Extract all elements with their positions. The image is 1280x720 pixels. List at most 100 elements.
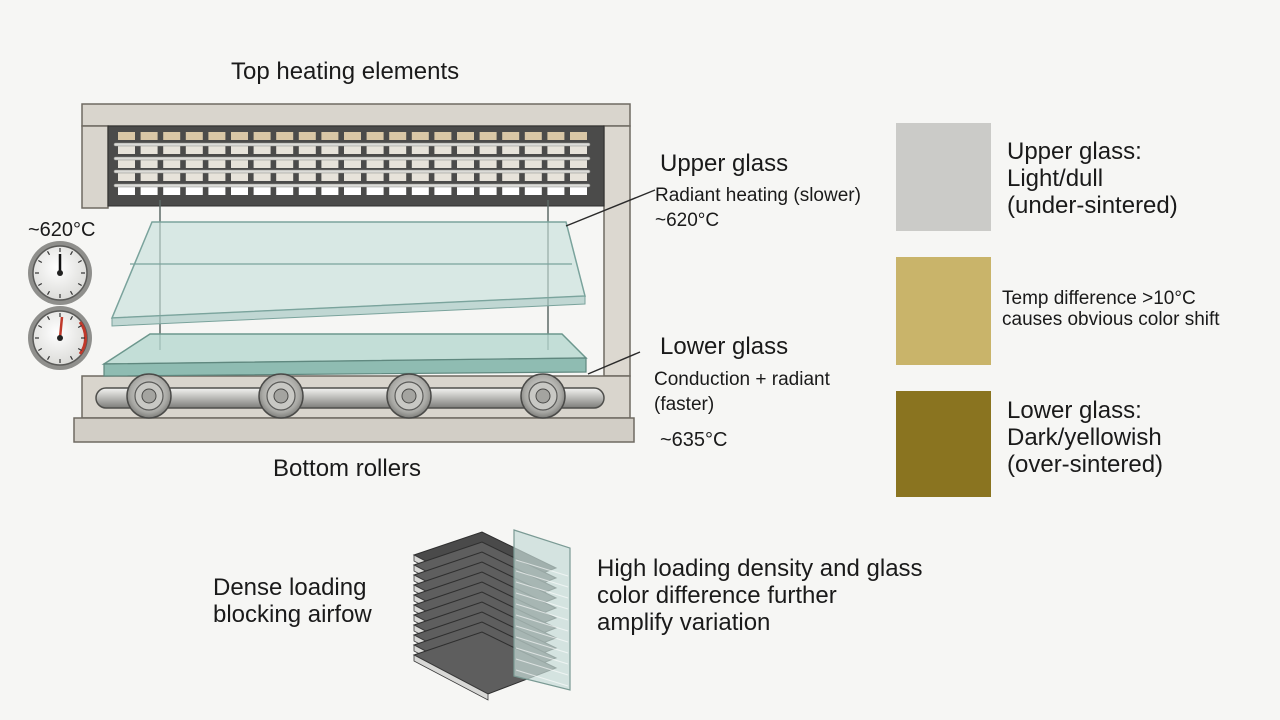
heating-cell bbox=[434, 187, 452, 195]
heating-cell bbox=[253, 132, 271, 140]
heating-cell bbox=[118, 187, 135, 195]
heating-cell bbox=[389, 187, 407, 195]
heating-cell bbox=[140, 160, 158, 168]
heating-cell bbox=[547, 160, 565, 168]
heating-cell bbox=[457, 187, 474, 195]
heating-cell bbox=[434, 132, 452, 140]
lower-glass-caption-line: (over-sintered) bbox=[1007, 450, 1164, 478]
heating-cell bbox=[276, 146, 294, 154]
heating-cell bbox=[321, 132, 339, 140]
heating-cell bbox=[118, 132, 135, 140]
lower-glass-title: Lower glass bbox=[660, 333, 789, 360]
heating-rod bbox=[113, 142, 591, 147]
heating-cell bbox=[208, 173, 226, 181]
heating-cell bbox=[140, 173, 158, 181]
heating-cell bbox=[276, 187, 294, 195]
heating-cell bbox=[140, 146, 158, 154]
roller-wheel bbox=[126, 373, 172, 419]
heating-cell bbox=[479, 160, 497, 168]
dense-loading-caption: Dense loading blocking airfow bbox=[213, 574, 413, 629]
heating-cell bbox=[298, 146, 316, 154]
lower-glass-swatch-caption: Lower glass: Dark/yellowish (over-sinter… bbox=[1007, 397, 1257, 479]
heating-cell bbox=[524, 173, 542, 181]
heating-cell bbox=[479, 146, 497, 154]
upper-glass-panel bbox=[110, 221, 586, 327]
thermometer-dial-icon bbox=[28, 306, 92, 370]
heating-cell bbox=[208, 132, 226, 140]
heating-cell bbox=[185, 132, 203, 140]
heating-cell bbox=[457, 146, 474, 154]
heating-cell bbox=[411, 160, 429, 168]
upper-glass-swatch-caption: Upper glass: Light/dull (under-sintered) bbox=[1007, 138, 1257, 220]
dense-loading-line: Dense loading bbox=[213, 574, 367, 601]
roller-track bbox=[95, 373, 605, 419]
callout-lines bbox=[565, 189, 656, 375]
heating-cell bbox=[298, 173, 316, 181]
heating-cell bbox=[502, 132, 520, 140]
heating-cell bbox=[479, 173, 497, 181]
upper-glass-temperature: ~620°C bbox=[655, 210, 720, 231]
thermometer-dial-icon bbox=[28, 241, 92, 305]
heating-cell bbox=[411, 146, 429, 154]
heating-cell bbox=[321, 187, 339, 195]
upper-glass-swatch bbox=[896, 123, 991, 231]
heating-cell bbox=[457, 173, 474, 181]
heating-cell bbox=[502, 160, 520, 168]
heating-rod bbox=[113, 156, 591, 161]
heating-cell bbox=[253, 160, 271, 168]
heating-cell bbox=[411, 187, 429, 195]
heating-cell bbox=[140, 187, 158, 195]
heating-cell bbox=[389, 132, 407, 140]
upper-glass-caption-line: (under-sintered) bbox=[1007, 191, 1178, 219]
heating-cell bbox=[366, 132, 384, 140]
upper-glass-caption-line: Upper glass: bbox=[1007, 138, 1142, 165]
heating-cell bbox=[253, 146, 271, 154]
heating-cell bbox=[118, 160, 135, 168]
dense-loading-line: blocking airfow bbox=[213, 600, 372, 628]
temp-difference-caption-line: Temp difference >10°C bbox=[1002, 288, 1196, 309]
temp-difference-caption-line: causes obvious color shift bbox=[1002, 309, 1220, 331]
heating-cell bbox=[163, 160, 181, 168]
heating-cell bbox=[253, 187, 271, 195]
heating-cell bbox=[524, 160, 542, 168]
heating-cell bbox=[163, 187, 181, 195]
heating-cell bbox=[547, 173, 565, 181]
heating-cell bbox=[366, 146, 384, 154]
heating-rod bbox=[113, 169, 591, 174]
heating-cell bbox=[321, 146, 339, 154]
heating-cell bbox=[208, 146, 226, 154]
loading-density-line: High loading density and glass bbox=[597, 555, 923, 582]
roller-wheel bbox=[258, 373, 304, 419]
heating-cell bbox=[411, 173, 429, 181]
heating-cell bbox=[547, 146, 565, 154]
heating-cell bbox=[411, 132, 429, 140]
heating-cell bbox=[366, 187, 384, 195]
lower-glass-panel bbox=[101, 333, 588, 377]
temp-difference-caption: Temp difference >10°C causes obvious col… bbox=[1002, 288, 1272, 331]
heating-cell bbox=[457, 132, 474, 140]
heating-cell bbox=[570, 187, 587, 195]
heating-cell bbox=[344, 160, 361, 168]
heating-cell bbox=[502, 173, 520, 181]
heating-cell bbox=[389, 146, 407, 154]
heating-cell bbox=[524, 132, 542, 140]
heating-cell bbox=[163, 132, 181, 140]
heating-cell bbox=[321, 160, 339, 168]
heating-cell bbox=[118, 173, 135, 181]
upper-glass-description: Radiant heating (slower) bbox=[655, 185, 861, 206]
heating-cell bbox=[570, 160, 587, 168]
lower-glass-temperature: ~635°C bbox=[660, 429, 728, 451]
top-heating-grid bbox=[107, 125, 605, 207]
heating-cell bbox=[344, 132, 361, 140]
loading-density-line: color difference further bbox=[597, 581, 837, 609]
heating-cell bbox=[298, 132, 316, 140]
lower-glass-description: Conduction + radiant bbox=[654, 369, 830, 390]
heating-cell bbox=[163, 173, 181, 181]
heating-cell bbox=[547, 187, 565, 195]
heating-cell bbox=[479, 187, 497, 195]
heating-cell bbox=[389, 160, 407, 168]
heating-cell bbox=[366, 173, 384, 181]
heating-rod bbox=[113, 183, 591, 188]
heating-cell bbox=[185, 187, 203, 195]
heating-cell bbox=[524, 187, 542, 195]
